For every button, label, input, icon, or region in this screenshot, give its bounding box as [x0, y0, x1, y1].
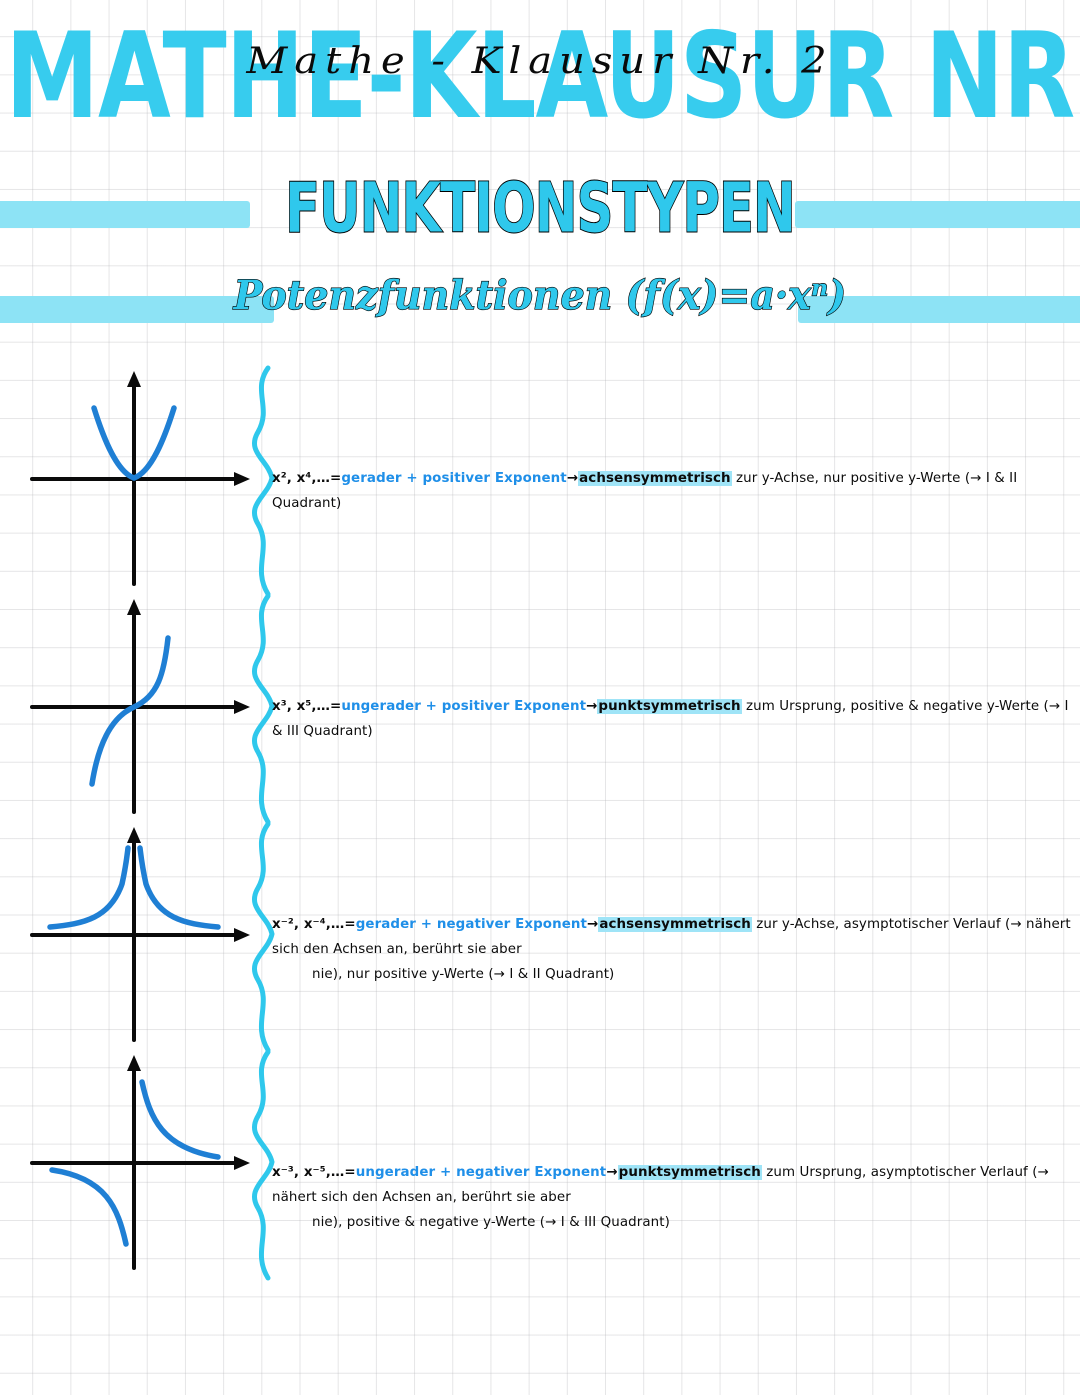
row-even-negative: x⁻², x⁻⁴,…=gerader + negativer Exponent→…	[0, 821, 1080, 1053]
row-description: x⁻³, x⁻⁵,…=ungerader + negativer Exponen…	[272, 1160, 1080, 1235]
row-symmetry: punktsymmetrisch	[617, 1165, 762, 1180]
curly-brace	[251, 821, 275, 1053]
graph-cubic-odd-positive	[30, 599, 250, 814]
graph-odd-negative-hyperbola	[30, 1055, 250, 1270]
row-description: x², x⁴,…=gerader + positiver Exponent→ac…	[272, 466, 1062, 516]
row-even-positive: x², x⁴,…=gerader + positiver Exponent→ac…	[0, 365, 1080, 597]
row-description: x⁻², x⁻⁴,…=gerader + negativer Exponent→…	[272, 912, 1080, 987]
row-classification: gerader + positiver Exponent	[341, 471, 567, 486]
row-equals: =	[330, 471, 342, 486]
highlight-bar-right-subsubtitle	[798, 296, 1080, 323]
row-symmetry: achsensymmetrisch	[578, 471, 732, 486]
row-rest-line-1: zur y-Achse, nur positive y-Werte (→ I &…	[272, 471, 1018, 511]
row-terms: x⁻³, x⁻⁵,…	[272, 1165, 345, 1180]
row-classification: ungerader + negativer Exponent	[355, 1165, 607, 1180]
row-odd-positive: x³, x⁵,…=ungerader + positiver Exponent→…	[0, 593, 1080, 825]
subsection-title: Potenzfunktionen (f(x)=a·xⁿ)	[233, 271, 847, 319]
curly-brace	[251, 365, 275, 597]
row-odd-negative: x⁻³, x⁻⁵,…=ungerader + negativer Exponen…	[0, 1049, 1080, 1281]
row-arrow: →	[587, 917, 599, 932]
row-rest-line-2: nie), positive & negative y-Werte (→ I &…	[312, 1215, 670, 1230]
row-rest-line-1: zum Ursprung, positive & negative y-Wert…	[272, 699, 1069, 739]
row-arrow: →	[566, 471, 579, 486]
row-equals: =	[344, 1165, 356, 1180]
graph-parabola-even-positive	[30, 371, 250, 586]
row-rest-line-1: zum Ursprung, asymptotischer Verlauf (→ …	[272, 1165, 1049, 1205]
curly-brace	[251, 593, 275, 825]
row-equals: =	[330, 699, 342, 714]
row-terms: x², x⁴,…	[272, 471, 331, 486]
row-equals: =	[344, 917, 356, 932]
highlight-bar-right-subtitle	[795, 201, 1080, 228]
curly-brace	[251, 1049, 275, 1281]
row-arrow: →	[586, 699, 598, 714]
highlight-bar-left-subsubtitle	[0, 296, 274, 323]
row-terms: x³, x⁵,…	[272, 699, 331, 714]
section-title: FUNKTIONSTYPEN	[284, 167, 796, 249]
graph-even-negative-hyperbola	[30, 827, 250, 1042]
page-title: MATHE-KLAUSUR NR.2	[5, 8, 1080, 146]
row-symmetry: punktsymmetrisch	[597, 699, 742, 714]
highlight-bar-left-subtitle	[0, 201, 250, 228]
row-arrow: →	[606, 1165, 618, 1180]
row-classification: gerader + negativer Exponent	[355, 917, 588, 932]
row-description: x³, x⁵,…=ungerader + positiver Exponent→…	[272, 694, 1072, 744]
row-classification: ungerader + positiver Exponent	[341, 699, 587, 714]
row-symmetry: achsensymmetrisch	[598, 917, 752, 932]
page-title-script-overlay: Mathe - Klausur Nr. 2	[246, 39, 834, 83]
row-rest-line-1: zur y-Achse, asymptotischer Verlauf (→ n…	[272, 917, 1071, 957]
row-terms: x⁻², x⁻⁴,…	[272, 917, 345, 932]
row-rest-line-2: nie), nur positive y-Werte (→ I & II Qua…	[312, 967, 615, 982]
